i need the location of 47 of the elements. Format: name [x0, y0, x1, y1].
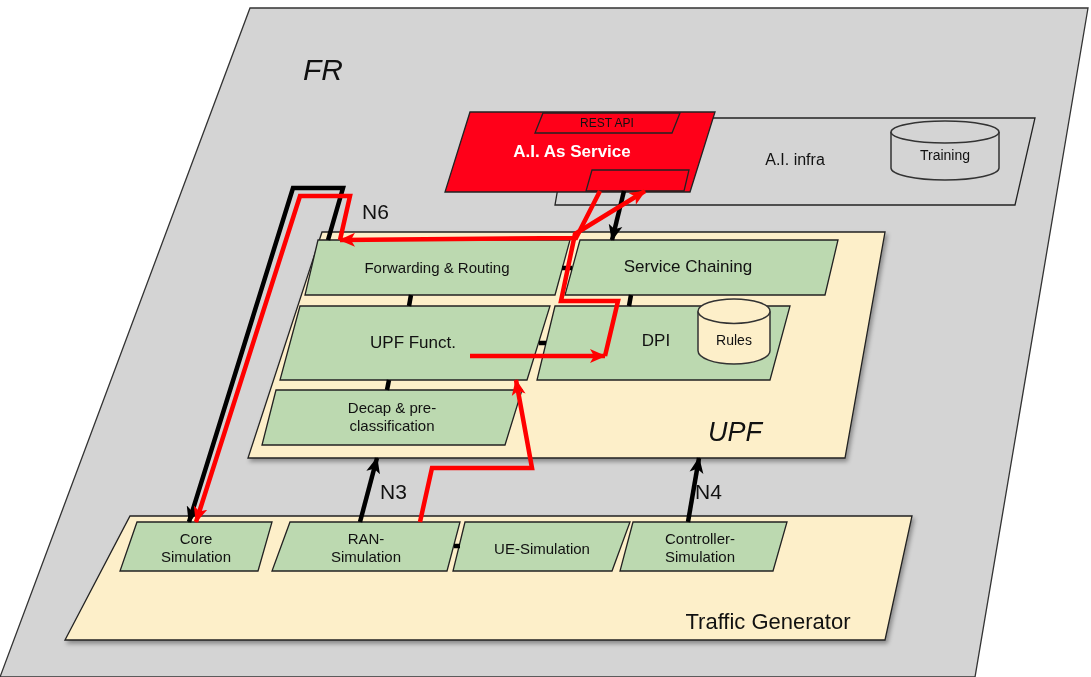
node-label: Core Simulation	[159, 530, 232, 566]
node-label: Service Chaining	[623, 256, 753, 278]
area-title: FR	[303, 52, 343, 88]
connector-line	[454, 543, 460, 549]
process-box	[262, 390, 522, 445]
area-title: UPF	[708, 415, 762, 449]
process-box	[565, 240, 838, 295]
connector-line	[562, 265, 572, 271]
arrow	[417, 379, 535, 523]
arrow	[608, 190, 627, 241]
edge-label: N6	[362, 200, 389, 224]
node-label: RAN-Simulation	[329, 530, 402, 566]
port-box	[586, 170, 689, 191]
connector-line	[384, 379, 392, 391]
process-box	[620, 522, 787, 571]
node-label: A.I. As Service	[513, 141, 631, 163]
node-label: UPF Funct.	[370, 332, 456, 354]
arrow	[339, 189, 602, 247]
connector-line	[626, 294, 634, 307]
process-box	[120, 522, 272, 571]
area-title: Traffic Generator	[685, 608, 851, 636]
process-box	[272, 522, 460, 571]
node-label: Rules	[716, 331, 752, 349]
storage-cylinder	[697, 298, 771, 364]
connector-line	[539, 340, 546, 346]
process-box	[453, 522, 630, 571]
node-label: Forwarding & Routing	[364, 259, 510, 277]
process-box	[305, 240, 570, 295]
arrow	[357, 457, 380, 523]
node-label: DPI	[641, 330, 671, 352]
node-label: Decap & pre-classification	[346, 399, 438, 435]
node-label: Training	[919, 146, 971, 164]
plane-area	[0, 8, 1088, 677]
arrow	[685, 457, 704, 523]
connector-line	[406, 294, 414, 307]
arrow	[470, 349, 606, 363]
node-label: REST API	[580, 115, 634, 131]
arrow	[558, 189, 647, 357]
edge-label: N3	[380, 480, 407, 504]
area-title: A.I. infra	[765, 150, 825, 170]
storage-cylinder	[890, 120, 1000, 180]
generator-panel	[65, 516, 912, 640]
process-box	[280, 306, 550, 380]
node-label: UE-Simulation	[494, 540, 590, 558]
edge-label: N4	[695, 480, 722, 504]
node-label: Controller-Simulation	[663, 530, 736, 566]
api-box	[535, 113, 680, 133]
